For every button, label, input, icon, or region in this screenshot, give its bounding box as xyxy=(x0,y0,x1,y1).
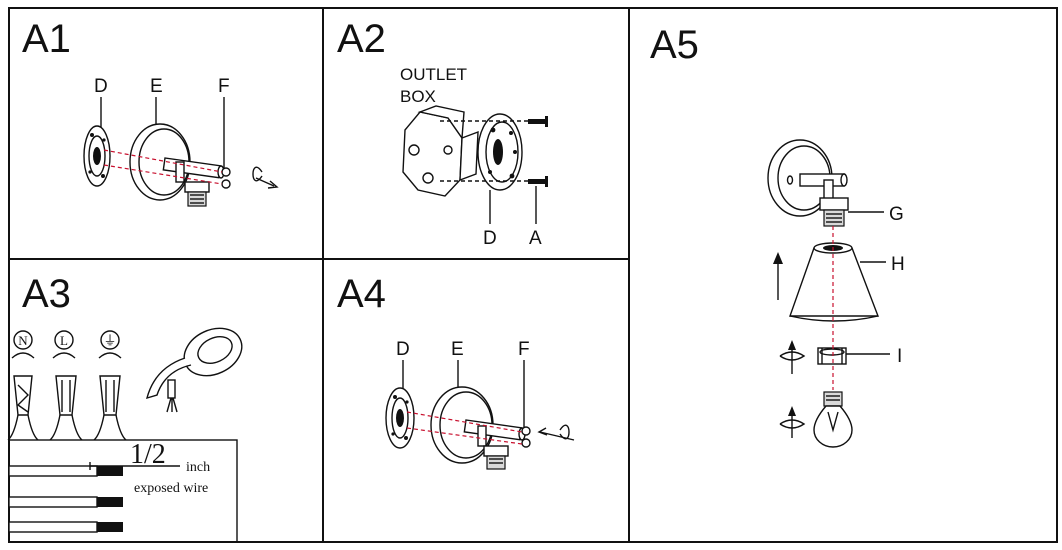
a4-cap-nuts-f xyxy=(521,426,531,448)
backplate-e xyxy=(129,123,225,207)
panel-a2-title: A2 xyxy=(337,17,386,61)
panel-a3: A3 N L ⏚ xyxy=(7,272,243,543)
twist-arrow-icon xyxy=(52,352,76,359)
strip-length-unit: inch xyxy=(186,460,210,475)
a4-backplate-e xyxy=(430,386,526,470)
panel-a2: A2 OUTLET BOX xyxy=(337,17,548,249)
a1-label-e: E xyxy=(150,76,163,97)
a5-label-g: G xyxy=(889,204,904,225)
ground-symbol: ⏚ xyxy=(103,333,116,348)
outlet-box-label-line1: OUTLET xyxy=(400,65,467,84)
socket-g xyxy=(819,197,849,227)
wire-strip-guide: 1/2 inch exposed wire xyxy=(8,439,238,543)
panel-a4-title: A4 xyxy=(337,272,386,316)
neutral-symbol: N xyxy=(18,333,28,348)
cap-nuts-f xyxy=(221,167,231,189)
panel-grid xyxy=(8,7,1058,543)
light-bulb xyxy=(813,391,853,448)
a5-rotate-bulb-icon xyxy=(779,406,806,438)
shade-ring-i xyxy=(817,347,847,365)
screws-a xyxy=(528,116,548,187)
mounting-plate-d xyxy=(83,125,111,187)
a5-rotate-ring-icon xyxy=(779,340,806,374)
electrical-tape-icon xyxy=(146,327,243,413)
a4-rotate-arrow-icon xyxy=(537,424,575,441)
up-arrow-icon xyxy=(773,252,783,300)
a5-fixture xyxy=(767,139,848,217)
panel-a1-title: A1 xyxy=(22,17,71,61)
a5-label-i: I xyxy=(897,346,902,367)
exposed-wire-caption: exposed wire xyxy=(134,481,208,496)
outlet-box-label-line2: BOX xyxy=(400,87,436,106)
a4-label-f: F xyxy=(518,339,530,360)
twist-arrow-icon xyxy=(98,352,122,359)
panel-a5-title: A5 xyxy=(650,23,699,67)
panel-a3-title: A3 xyxy=(22,272,71,316)
live-symbol: L xyxy=(60,333,68,348)
wire-symbols: N L ⏚ xyxy=(11,330,122,359)
panel-a4: A4 D E F xyxy=(337,272,575,470)
a4-label-e: E xyxy=(451,339,464,360)
outlet-box xyxy=(402,105,479,197)
strip-length-fraction: 1/2 xyxy=(130,439,166,470)
a4-mounting-plate-d xyxy=(385,387,415,449)
a5-label-h: H xyxy=(891,254,905,275)
lamp-shade-h xyxy=(789,242,880,322)
a4-label-d: D xyxy=(396,339,410,360)
a1-label-d: D xyxy=(94,76,108,97)
a2-mounting-plate-d xyxy=(477,113,523,191)
panel-a5: A5 G H xyxy=(650,23,905,448)
wire-nuts xyxy=(7,375,127,441)
panel-a1: A1 D E F xyxy=(22,17,279,207)
a2-label-a: A xyxy=(529,228,542,249)
a2-label-d: D xyxy=(483,228,497,249)
rotate-arrow-icon xyxy=(252,166,279,189)
twist-arrow-icon xyxy=(11,352,35,359)
a1-label-f: F xyxy=(218,76,230,97)
